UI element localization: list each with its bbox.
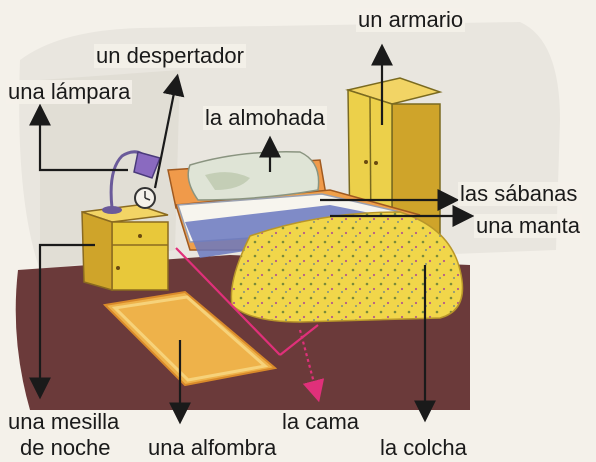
alarm-clock [135, 188, 155, 208]
label-almohada: la almohada [203, 106, 327, 130]
label-mesilla-line2: de noche [20, 436, 111, 460]
label-mesilla-line1: una mesilla [8, 410, 119, 434]
label-cama: la cama [282, 410, 359, 434]
label-sabanas: las sábanas [458, 182, 579, 206]
label-colcha: la colcha [380, 436, 467, 460]
label-manta: una manta [474, 214, 582, 238]
label-armario: un armario [356, 8, 465, 32]
label-alfombra: una alfombra [148, 436, 276, 460]
label-despertador: un despertador [94, 44, 246, 68]
label-lampara: una lámpara [6, 80, 132, 104]
